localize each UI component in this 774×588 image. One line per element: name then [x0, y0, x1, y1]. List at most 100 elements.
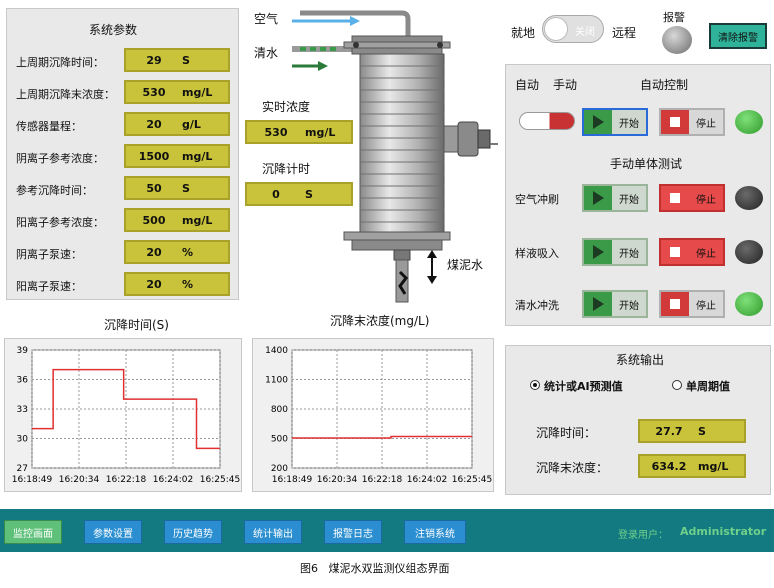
y-tick-label: 33: [17, 405, 28, 415]
radio-stat-ai-label: 统计或AI预测值: [544, 380, 623, 393]
air-flush-stop-label: 停止: [696, 194, 716, 206]
radio-single-cycle-label: 单周期值: [686, 380, 730, 393]
remote-label: 远程: [612, 26, 637, 40]
play-icon: [584, 110, 612, 134]
param-value-box: 20 g/L: [124, 112, 230, 136]
param-value: 1500: [138, 149, 170, 163]
air-flush-start-button[interactable]: 开始: [582, 184, 648, 212]
nav-stats-button[interactable]: 统计输出: [244, 520, 302, 544]
air-flush-stop-button[interactable]: 停止: [659, 184, 725, 212]
chart-conc-title: 沉降末浓度(mg/L): [330, 314, 430, 328]
output-conc-box: 634.2 mg/L: [638, 454, 746, 478]
auto-control-label: 自动控制: [640, 78, 689, 92]
x-tick-label: 16:25:45: [452, 475, 492, 485]
param-value: 50: [146, 181, 162, 195]
water-rinse-start-label: 开始: [619, 300, 639, 312]
water-rinse-stop-button[interactable]: 停止: [659, 290, 725, 318]
y-tick-label: 36: [17, 376, 29, 386]
sample-intake-stop-label: 停止: [696, 248, 716, 260]
param-label: 上周期沉降时间：: [16, 56, 104, 69]
y-tick-label: 500: [271, 435, 288, 445]
param-value: 20: [146, 277, 162, 291]
param-value: 20: [146, 117, 162, 131]
auto-stop-label: 停止: [696, 118, 716, 130]
process-vessel-graphic: [292, 10, 498, 303]
param-value-box: 20%: [124, 240, 230, 264]
radio-dot: [533, 383, 537, 387]
param-value: 530: [142, 85, 166, 99]
param-unit: S: [182, 53, 190, 67]
param-label: 传感器量程：: [16, 120, 82, 133]
figure-caption: 图6 煤泥水双监测仪组态界面: [300, 562, 450, 575]
param-label: 阴离子参考浓度：: [16, 152, 104, 165]
test-water-rinse-label: 清水冲洗: [515, 299, 559, 312]
radio-stat-ai[interactable]: [530, 380, 540, 390]
output-conc-label: 沉降末浓度：: [536, 461, 609, 475]
param-value: 29: [146, 53, 162, 67]
param-unit: mg/L: [182, 85, 213, 99]
param-label: 参考沉降时间：: [16, 184, 93, 197]
play-icon: [584, 292, 612, 316]
auto-start-button[interactable]: 开始: [582, 108, 648, 136]
toggle-knob: [544, 17, 568, 41]
nav-params-button[interactable]: 参数设置: [84, 520, 142, 544]
output-conc-unit: mg/L: [698, 459, 729, 473]
stop-icon: [661, 240, 689, 264]
param-unit: g/L: [182, 117, 201, 131]
test-air-flush-label: 空气冲刷: [515, 193, 559, 206]
nav-logout-button[interactable]: 注销系统: [404, 520, 466, 544]
y-tick-label: 800: [271, 405, 288, 415]
output-time-unit: S: [698, 424, 706, 438]
air-flush-start-label: 开始: [619, 194, 639, 206]
clear-alarm-button[interactable]: 清除报警: [709, 23, 767, 49]
chart-time-title: 沉降时间(S): [104, 318, 169, 332]
param-value-box: 530 mg/L: [124, 80, 230, 104]
param-unit: %: [182, 277, 194, 291]
water-label: 清水: [254, 46, 279, 60]
realtime-conc-box: 530 mg/L: [245, 120, 353, 144]
sample-intake-start-label: 开始: [619, 248, 639, 260]
auto-stop-button[interactable]: 停止: [659, 108, 725, 136]
nav-monitor-button[interactable]: 监控画面: [4, 520, 62, 544]
output-time-box: 27.7 S: [638, 419, 746, 443]
toggle-state-label: 关闭: [575, 27, 595, 38]
output-time-value: 27.7: [655, 424, 683, 438]
realtime-conc-label: 实时浓度: [262, 100, 311, 114]
radio-single-cycle[interactable]: [672, 380, 682, 390]
x-tick-label: 16:18:49: [272, 475, 313, 485]
timer-unit: S: [305, 187, 313, 201]
y-tick-label: 30: [17, 435, 29, 445]
y-tick-label: 39: [17, 346, 29, 356]
stop-icon: [661, 292, 689, 316]
alarm-label: 报警: [663, 11, 685, 24]
air-flush-lamp: [735, 186, 763, 210]
water-rinse-start-button[interactable]: 开始: [582, 290, 648, 318]
output-time-label: 沉降时间：: [536, 426, 597, 440]
param-value: 20: [146, 245, 162, 259]
water-rinse-stop-label: 停止: [696, 300, 716, 312]
param-label: 阳离子参考浓度：: [16, 216, 104, 229]
play-icon: [584, 240, 612, 264]
auto-label: 自动: [515, 78, 540, 92]
local-remote-toggle[interactable]: 关闭: [542, 15, 604, 43]
alarm-lamp: [662, 26, 692, 54]
x-tick-label: 16:24:02: [153, 475, 193, 485]
param-value-box: 20%: [124, 272, 230, 296]
param-unit: S: [182, 181, 190, 195]
param-value: 500: [142, 213, 166, 227]
x-tick-label: 16:18:49: [12, 475, 53, 485]
air-label: 空气: [254, 12, 279, 26]
x-tick-label: 16:22:18: [362, 475, 403, 485]
login-user-label: 登录用户：: [618, 530, 668, 541]
sample-intake-stop-button[interactable]: 停止: [659, 238, 725, 266]
series-line: [292, 435, 472, 439]
sample-intake-start-button[interactable]: 开始: [582, 238, 648, 266]
auto-manual-switch[interactable]: [519, 112, 575, 130]
manual-label: 手动: [553, 78, 578, 92]
nav-alarm-log-button[interactable]: 报警日志: [324, 520, 382, 544]
timer-label: 沉降计时: [262, 162, 311, 176]
param-value-box: 29 S: [124, 48, 230, 72]
nav-history-button[interactable]: 历史趋势: [164, 520, 222, 544]
